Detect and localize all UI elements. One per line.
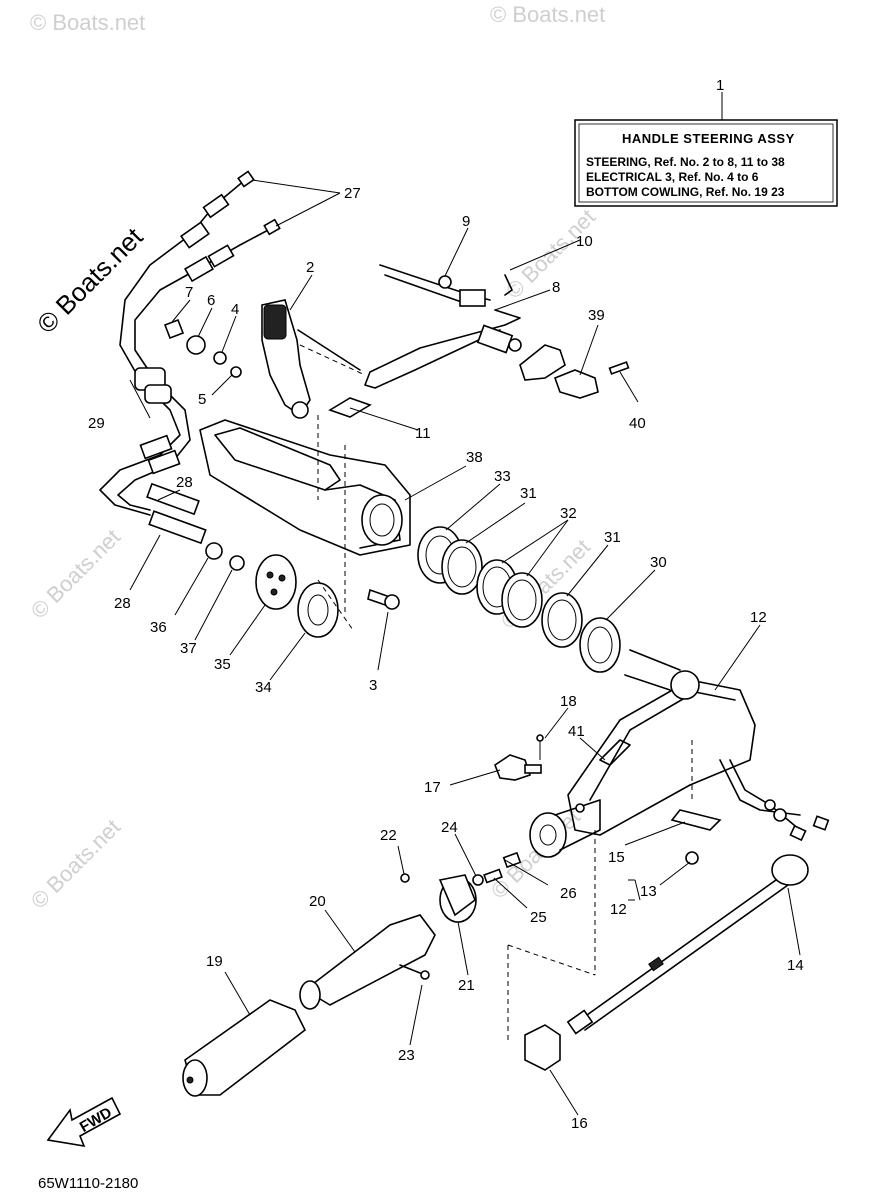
- callout-14: 14: [787, 957, 804, 974]
- callout-38: 38: [466, 449, 483, 466]
- callout-30: 30: [650, 554, 667, 571]
- callout-36: 36: [150, 619, 167, 636]
- lower-washers: [205, 542, 354, 638]
- shift-lever: [261, 299, 361, 419]
- callout-26: 26: [560, 885, 577, 902]
- info-box-line-2: ELECTRICAL 3, Ref. No. 4 to 6: [586, 170, 759, 184]
- callout-35: 35: [214, 656, 231, 673]
- link-16: [507, 830, 596, 1071]
- handle-grip: [182, 873, 484, 1097]
- callout-5: 5: [198, 391, 206, 408]
- diagram-code: 65W1110-2180: [38, 1175, 138, 1192]
- callout-2: 2: [306, 259, 314, 276]
- callout-39: 39: [588, 307, 605, 324]
- callout-11: 11: [415, 425, 431, 442]
- callout-10: 10: [576, 233, 593, 250]
- callout-1: 1: [716, 77, 724, 94]
- callout-19: 19: [206, 953, 223, 970]
- callout-32: 32: [560, 505, 577, 522]
- tiller-hardware: [494, 734, 631, 781]
- leader-lines: [129, 179, 801, 1116]
- info-box: HANDLE STEERING ASSY STEERING, Ref. No. …: [574, 92, 838, 207]
- info-box-line-3: BOTTOM COWLING, Ref. No. 19 23: [586, 185, 785, 199]
- callout-3: 3: [369, 677, 377, 694]
- watermark-lower-left: © Boats.net: [26, 814, 125, 913]
- fwd-arrow: FWD: [46, 1096, 122, 1148]
- shift-link: [519, 344, 630, 399]
- watermark-top-center: © Boats.net: [490, 2, 605, 27]
- lever-hardware: [163, 318, 242, 378]
- callout-37: 37: [180, 640, 197, 657]
- callout-22: 22: [380, 827, 397, 844]
- steering-bracket: [199, 415, 411, 615]
- callout-40: 40: [629, 415, 646, 432]
- info-box-title: HANDLE STEERING ASSY: [622, 131, 795, 146]
- callout-23: 23: [398, 1047, 415, 1064]
- watermark-main: © Boats.net: [31, 221, 149, 339]
- throttle-shaft: [566, 854, 809, 1035]
- watermark-left: © Boats.net: [26, 524, 125, 623]
- callout-15: 15: [608, 849, 625, 866]
- shift-rod: [299, 264, 522, 389]
- callout-31a: 31: [520, 485, 537, 502]
- callout-17: 17: [424, 779, 441, 796]
- callout-41: 41: [568, 723, 585, 740]
- callout-13: 13: [640, 883, 657, 900]
- tiller-arm: [567, 649, 830, 842]
- callout-12b: 12: [610, 901, 627, 918]
- watermark-top-left: © Boats.net: [30, 10, 145, 35]
- callout-25: 25: [530, 909, 547, 926]
- callout-9: 9: [462, 213, 470, 230]
- callout-31b: 31: [604, 529, 621, 546]
- callout-29: 29: [88, 415, 105, 432]
- watermark-mid: © Boats.net: [501, 204, 600, 303]
- callout-12a: 12: [750, 609, 767, 626]
- callout-7: 7: [185, 284, 193, 301]
- callout-18: 18: [560, 693, 577, 710]
- callout-16: 16: [571, 1115, 588, 1132]
- callout-20: 20: [309, 893, 326, 910]
- spacer-11: [328, 397, 372, 418]
- bolt-3: [367, 588, 400, 610]
- callout-28b: 28: [114, 595, 131, 612]
- callout-33: 33: [494, 468, 511, 485]
- callout-4: 4: [231, 301, 239, 318]
- callout-34: 34: [255, 679, 272, 696]
- callout-labels: 1 2 3 4 5 6 7 8 9 10 11 12 12 13 14 15 1…: [88, 77, 804, 1132]
- callout-27: 27: [344, 185, 361, 202]
- callout-28a: 28: [176, 474, 193, 491]
- info-box-line-1: STEERING, Ref. No. 2 to 8, 11 to 38: [586, 155, 785, 169]
- friction-washers: [417, 526, 621, 673]
- plate-15: [670, 809, 722, 865]
- callout-6: 6: [207, 292, 215, 309]
- throttle-cables: [99, 170, 281, 545]
- callout-24: 24: [441, 819, 458, 836]
- tiller-end: [529, 799, 601, 858]
- callout-21: 21: [458, 977, 475, 994]
- callout-8: 8: [552, 279, 560, 296]
